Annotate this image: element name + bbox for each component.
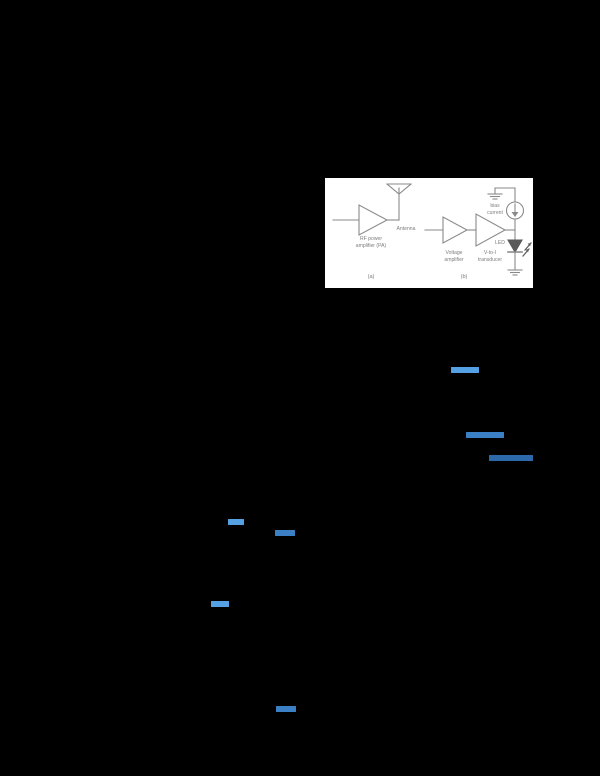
led-label: LED [495, 240, 505, 246]
led-diode-triangle [507, 239, 523, 254]
voltage-amp-label-line1: Voltage [446, 250, 463, 256]
bias-label-line2: current [487, 210, 503, 216]
pa-label-line2: amplifier (PA) [356, 243, 387, 249]
block-diagram-svg: RF power amplifier (PA) Antenna Voltage … [332, 183, 532, 280]
hyperlink-1[interactable] [451, 367, 479, 373]
pa-label-line1: RF power [360, 236, 382, 242]
hyperlink-5[interactable] [275, 530, 295, 536]
figure-container: RF power amplifier (PA) Antenna Voltage … [325, 178, 533, 288]
antenna-label: Antenna [397, 226, 416, 232]
transducer-label-line2: transducer [478, 257, 502, 263]
bias-label-line1: bias [490, 203, 500, 209]
pa-triangle [358, 204, 389, 236]
light-emission-arrows-icon [522, 242, 532, 257]
hyperlink-2[interactable] [466, 432, 504, 438]
hyperlink-6[interactable] [211, 601, 229, 607]
voltage-amp-label-line2: amplifier [444, 257, 464, 263]
caption-b: (b) [461, 274, 468, 280]
current-source-circle [505, 201, 525, 220]
hyperlink-4[interactable] [228, 519, 244, 525]
hyperlink-7[interactable] [276, 706, 296, 712]
current-source-arrow-head [511, 212, 519, 217]
hyperlink-3[interactable] [489, 455, 533, 461]
caption-a: (a) [368, 274, 375, 280]
transducer-label-line1: V-to-I [484, 250, 496, 256]
v-to-i-triangle [475, 213, 507, 247]
voltage-amp-triangle [442, 216, 469, 244]
figure-inner: RF power amplifier (PA) Antenna Voltage … [325, 178, 533, 288]
